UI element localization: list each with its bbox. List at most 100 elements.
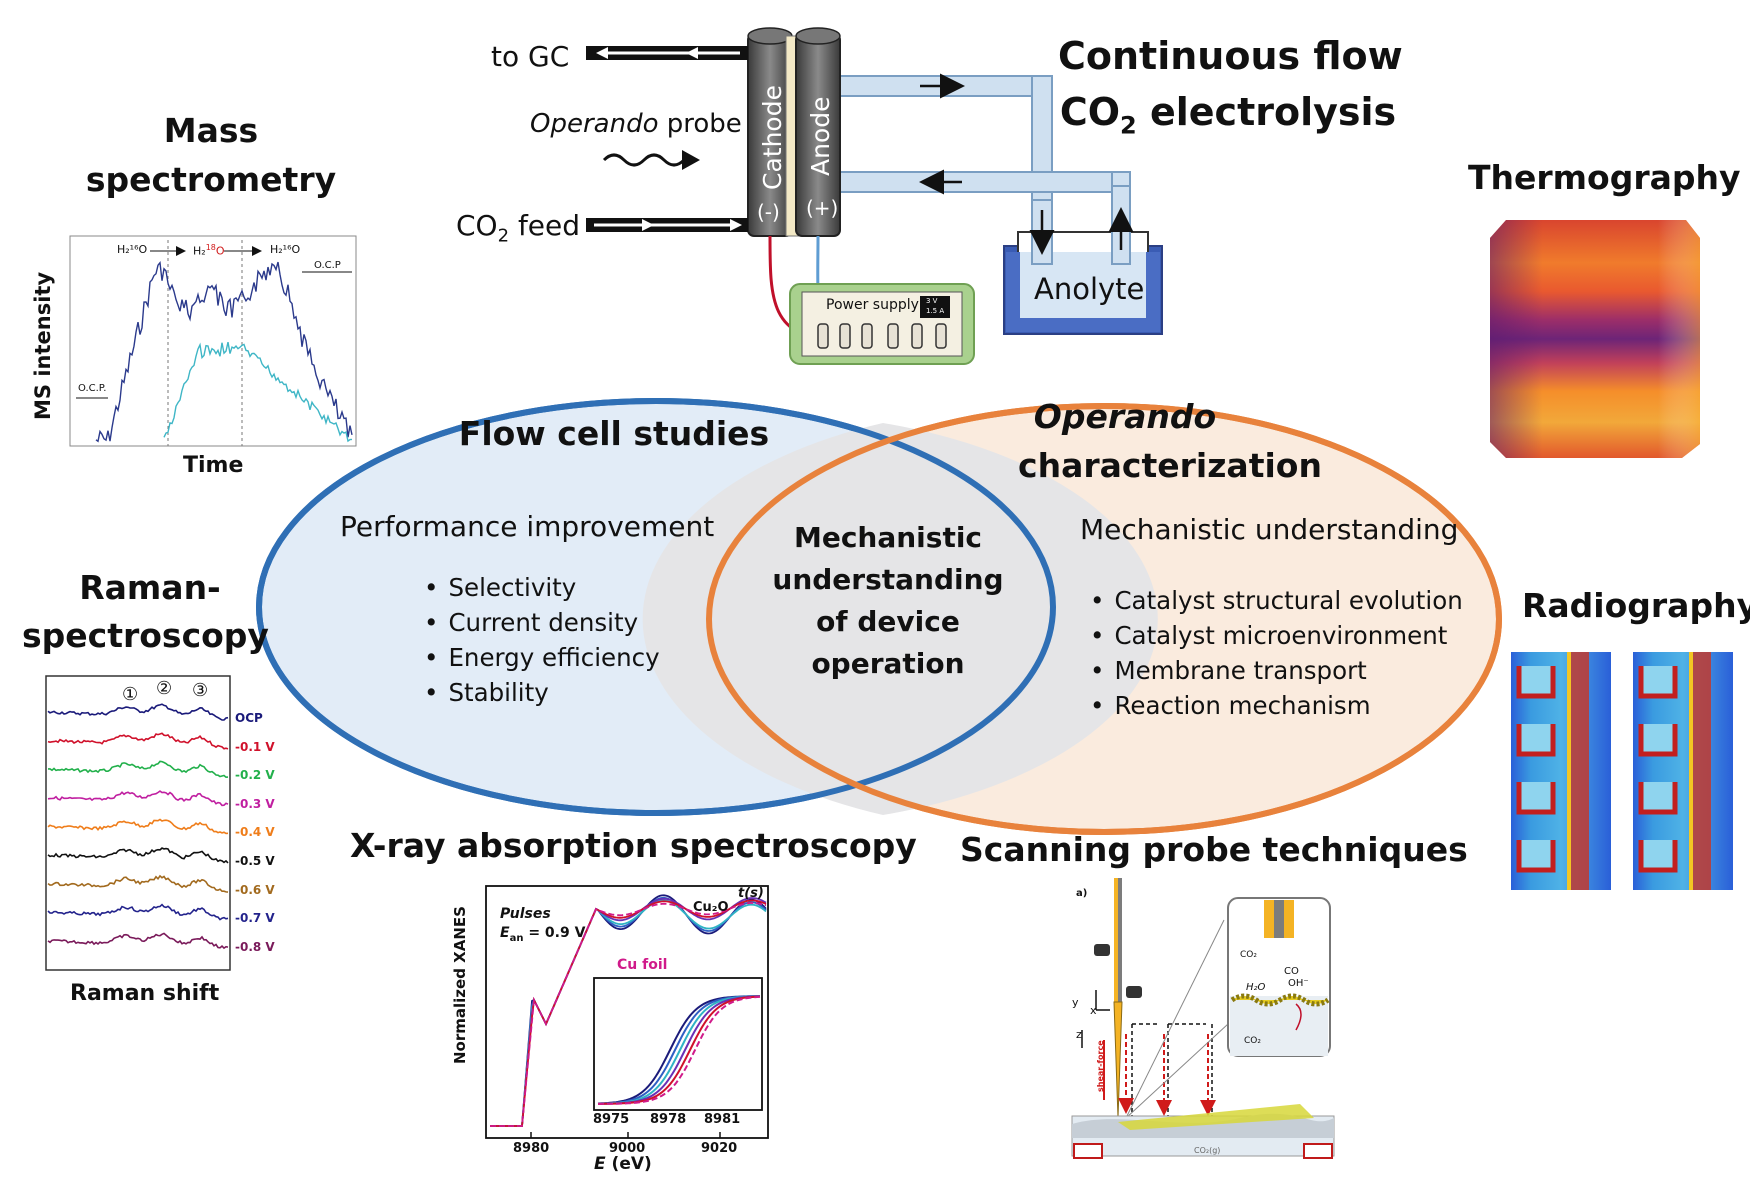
raman-title-2: spectroscopy xyxy=(22,616,269,655)
mass-title-2: spectrometry xyxy=(85,160,337,199)
anolyte-label: Anolyte xyxy=(1034,272,1145,306)
raman-potential-label: -0.4 V xyxy=(235,825,275,840)
probe-word: probe xyxy=(658,109,742,139)
anode-label: Anode xyxy=(806,96,835,177)
thermography-image xyxy=(1490,220,1700,458)
spm-co-label: CO xyxy=(1284,966,1299,977)
spm-title: Scanning probe techniques xyxy=(960,830,1468,869)
xas-xtick: 9020 xyxy=(701,1141,738,1156)
xas-inset-tick: 8978 xyxy=(650,1112,687,1127)
raman-potential-label: -0.7 V xyxy=(235,911,275,926)
raman-trace xyxy=(47,847,229,864)
mechanistic-understanding-label: Mechanistic understanding xyxy=(1080,513,1459,546)
ms-ocp-left: O.C.P. xyxy=(78,383,107,394)
ms-xlabel: Time xyxy=(183,453,244,478)
power-supply-current: 1.5 A xyxy=(926,307,945,315)
list-item: Catalyst microenvironment xyxy=(1090,618,1463,653)
raman-trace xyxy=(47,932,229,950)
ms-series-dark xyxy=(95,260,353,443)
to-gc-label: to GC xyxy=(491,40,570,73)
xas-ylabel: Normalized XANES xyxy=(451,906,469,1064)
co2-feed-label: CO2 feed xyxy=(456,209,581,247)
operando-word: Operando xyxy=(530,109,659,139)
spm-axis-y: y xyxy=(1072,996,1079,1009)
cathode-label: Cathode xyxy=(758,85,787,190)
power-supply-label: Power supply xyxy=(826,297,919,313)
operando-list: Catalyst structural evolution Catalyst m… xyxy=(1090,583,1463,723)
spm-axis-x: x xyxy=(1090,1004,1097,1017)
raman-title-1: Raman- xyxy=(79,568,221,607)
flow-cell-illustration xyxy=(586,27,1163,365)
mass-spec-plot xyxy=(69,235,357,447)
raman-trace xyxy=(47,874,229,893)
list-item: Selectivity xyxy=(424,570,660,605)
raman-peak-2: ② xyxy=(156,678,173,699)
ms-ylabel: MS intensity xyxy=(31,271,55,420)
raman-potential-label: -0.5 V xyxy=(235,854,275,868)
raman-trace xyxy=(47,903,229,921)
xas-cu-foil: Cu foil xyxy=(617,957,668,973)
spm-co2-inset: CO₂ xyxy=(1244,1036,1261,1046)
spm-co2-bottom: CO₂(g) xyxy=(1194,1146,1221,1155)
raman-potential-label: OCP xyxy=(235,711,263,725)
raman-potential-label: -0.3 V xyxy=(235,796,275,811)
radiography-images xyxy=(1511,652,1733,890)
spm-illustration xyxy=(1071,878,1335,1159)
xas-cu2o: Cu₂O xyxy=(693,900,729,915)
list-item: Catalyst structural evolution xyxy=(1090,583,1462,618)
spm-shear-force: shear-force xyxy=(1096,1040,1105,1092)
ms-series-light xyxy=(163,341,353,443)
raman-potential-label: -0.8 V xyxy=(235,939,275,954)
spm-co2-top: CO₂ xyxy=(1240,950,1257,960)
raman-peak-3: ③ xyxy=(192,680,209,701)
venn-overlap xyxy=(642,423,1158,815)
raman-potential-label: -0.2 V xyxy=(235,768,275,783)
raman-trace xyxy=(47,818,229,835)
xas-xlabel: E (eV) xyxy=(594,1154,652,1174)
raman-plot xyxy=(45,675,231,971)
raman-potential-label: -0.6 V xyxy=(235,882,275,897)
list-item: Energy efficiency xyxy=(424,640,659,675)
xas-inset-trace xyxy=(598,995,761,1105)
flow-electrolysis-title-2: CO2 electrolysis xyxy=(1059,90,1397,140)
xas-trace xyxy=(490,902,767,1127)
xas-ean: Ean = 0.9 V xyxy=(500,925,586,944)
operando-probe-label: Operando probe xyxy=(530,109,742,139)
spm-h2o-label: H₂O xyxy=(1246,982,1266,993)
xas-t-label: t(s) xyxy=(738,886,764,901)
raman-xlabel: Raman shift xyxy=(70,981,220,1006)
spm-oh-label: OH⁻ xyxy=(1288,978,1309,989)
raman-potential-label: -0.1 V xyxy=(235,739,275,754)
list-item: Reaction mechanism xyxy=(1090,688,1463,723)
radiography-title: Radiography xyxy=(1522,586,1750,625)
list-item: Stability xyxy=(424,675,660,710)
xas-pulses: Pulses xyxy=(500,906,551,922)
raman-peak-1: ① xyxy=(122,684,139,705)
ms-ocp-right: O.C.P xyxy=(314,260,341,271)
list-item: Current density xyxy=(424,605,660,640)
operando-title-2: characterization xyxy=(1018,446,1322,485)
xas-inset-tick: 8975 xyxy=(593,1112,630,1127)
xas-plot xyxy=(485,885,769,1139)
raman-trace xyxy=(47,703,229,721)
raman-trace xyxy=(47,790,229,807)
xas-xtick: 8980 xyxy=(513,1141,550,1156)
raman-trace xyxy=(47,732,229,750)
power-supply-voltage: 3 V xyxy=(926,297,938,305)
flow-electrolysis-title-1: Continuous flow xyxy=(1058,34,1403,78)
ms-seg2-label: H₂18O xyxy=(193,243,225,258)
cathode-sign: (-) xyxy=(757,200,780,224)
ms-seg1-label: H₂¹⁶O xyxy=(117,243,148,256)
xas-title: X-ray absorption spectroscopy xyxy=(350,826,917,865)
ms-seg3-label: H₂¹⁶O xyxy=(270,243,301,256)
list-item: Membrane transport xyxy=(1090,653,1463,688)
xas-inset-tick: 8981 xyxy=(704,1112,741,1127)
raman-trace xyxy=(48,760,229,779)
spm-axis-z: z xyxy=(1076,1028,1082,1041)
mass-title-1: Mass xyxy=(163,111,259,150)
flow-cell-title: Flow cell studies xyxy=(458,414,770,453)
xas-xtick: 9000 xyxy=(609,1141,646,1156)
